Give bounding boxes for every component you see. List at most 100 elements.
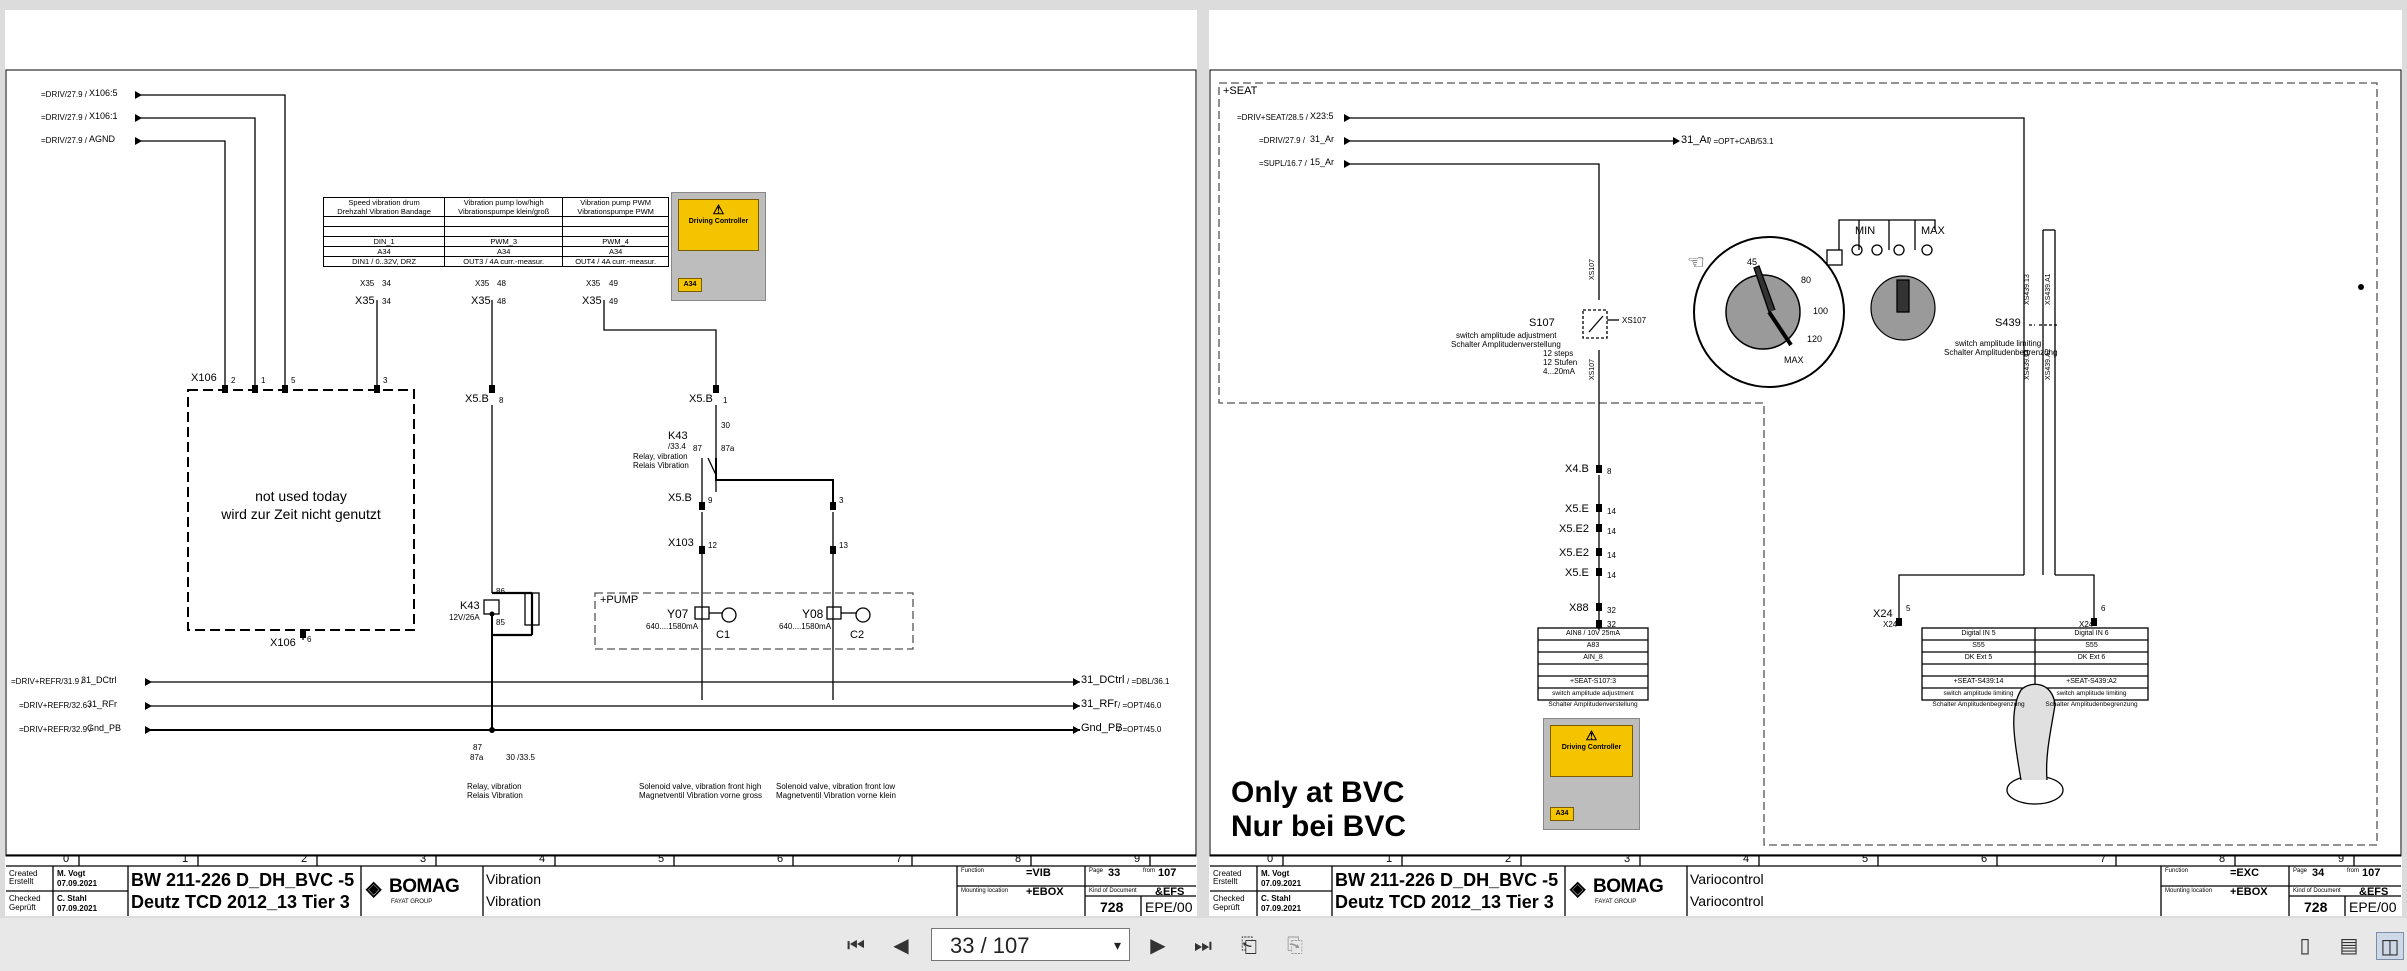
tb-kind-value: &EFS [1155,886,1185,898]
first-page-icon[interactable]: ⏮ [847,933,865,957]
prev-page-icon[interactable]: ◀ [893,933,909,957]
grid-column-number: 0 [63,853,70,865]
connector-x35: X35 [582,295,602,307]
grid-column-number: 8 [2219,853,2226,865]
pin-label: 32 [1607,620,1616,629]
table-cell: Schalter Amplitudenverstellung [1548,701,1638,708]
table-cell: PWM_3 [444,236,564,247]
switch-s107-range: 4...20mA [1543,367,1576,376]
single-page-view-icon[interactable]: ▯ [2299,933,2311,957]
relay-k43-ref: /33.4 [668,442,686,451]
tb-doc-version: EPE/00 [2349,899,2397,915]
schematic-wiring-left [5,69,1197,916]
table-cell: A34 [444,246,564,257]
valve-y07-desc-de: Magnetventil Vibration vorne gross [639,791,763,800]
tb-page-label: Page [2293,868,2308,874]
pin-label: 14 [1607,551,1616,560]
grid-column-number: 1 [182,853,189,865]
tb-checked-by: C. Stahl [1261,894,1291,903]
viewer-toolbar: ⏮ ◀ 33 / 107 ▾ ▶ ⏭ ⎗ ⎘ ▯ ▤ ◫ [0,918,2407,971]
table-cell: A34 [322,246,446,257]
dial-max-position: MAX [1784,355,1804,365]
bomag-logo-icon: ◈ [366,878,382,900]
tb-mounting-label: Mounting location [961,888,1009,894]
pump-group-label: +PUMP [600,594,639,606]
connector-x103: X103 [668,537,694,549]
pin-label: 32 [1607,606,1616,615]
ref-gnd-pb: Gnd_PB [87,723,122,733]
connector-x5e: X5.E [1565,567,1589,579]
tb-from-label: from [1143,868,1155,874]
valve-y08-desc: Solenoid valve, vibration front low [776,782,896,791]
last-page-icon[interactable]: ⏭ [1194,933,1212,957]
ref-signal-x106-5: X106:5 [89,88,118,98]
tb-title-line-2: Deutz TCD 2012_13 Tier 3 [1335,892,1554,912]
pin-label: 9 [708,496,713,505]
pin-label: 48 [497,279,506,288]
pin-label: 5 [291,376,296,385]
table-cell: Schalter Amplitudenbegrenzung [1932,701,2025,708]
tb-checked-label: Checked [1213,894,1245,903]
bomag-logo-text: BOMAG [389,876,460,897]
grid-column-number: 6 [1981,853,1988,865]
tb-description-2: Variocontrol [1690,893,1764,909]
tb-from-value: 107 [2362,867,2381,879]
controller-tag: A34 [1550,807,1574,821]
tb-description-1: Vibration [486,871,542,887]
tb-description-2: Vibration [486,893,542,909]
pin-label: 6 [2101,604,2106,613]
table-cell: AIN8 / 10V 25mA [1565,630,1621,637]
relay-k43-desc: Relay, vibration [633,452,688,461]
tb-mounting-value: +EBOX [2230,886,2268,898]
chevron-down-icon[interactable]: ▾ [1113,937,1121,953]
dial-step: 100 [1813,306,1829,316]
pin-label: X35 [475,279,490,288]
pin-label: 48 [497,297,506,306]
warning-icon: ⚠ [1585,728,1598,743]
table-cell: OUT4 / 4A curr.-measur. [562,256,669,267]
controller-tag: A34 [678,278,702,292]
switch-s107-steps-de: 12 Stufen [1543,358,1578,367]
connector-xs439: XS439.A1 [2045,273,2052,305]
two-page-view-icon[interactable]: ◫ [2376,932,2404,960]
relay-k43-desc-de: Relais Vibration [633,461,689,470]
table-cell: PWM_4 [562,236,669,247]
tb-checked-label-de: Geprüft [9,903,36,912]
tb-checked-date: 07.09.2021 [57,904,98,913]
table-cell: switch amplitude limiting [1943,690,2014,697]
connector-x5b: X5.B [465,393,489,405]
continuous-view-icon[interactable]: ▤ [2339,933,2359,957]
ref-source-3: =SUPL/16.7 / [1259,159,1307,168]
driving-controller-image: ⚠Driving Controller A34 [1543,718,1640,830]
bomag-logo-icon: ◈ [1570,878,1586,900]
forward-view-icon[interactable]: ⎘ [1287,933,1303,957]
pin-label: 34 [382,297,391,306]
ref-source-2: =DRIV/27.9 / [1259,136,1306,145]
switch-s107-desc-de: Schalter Amplitudenverstellung [1451,340,1561,349]
table-cell: S55 [1972,642,1985,649]
controller-display: ⚠Driving Controller [1550,725,1633,777]
pin-label: 14 [1607,571,1616,580]
warning-icon: ⚠ [712,202,725,217]
table-cell: +SEAT-S439:14 [1953,678,2004,685]
back-view-icon[interactable]: ⎗ [1241,933,1257,957]
tb-kind-label: Kind of Document [1089,888,1137,894]
tb-kind-value: &EFS [2359,886,2389,898]
grid-column-number: 3 [1624,853,1631,865]
ref-bottom-1: =DRIV+REFR/31.9 / [11,677,84,686]
tb-checked-label: Checked [9,894,41,903]
pin-label: 1 [261,376,266,385]
table-cell: +SEAT-S107:3 [1570,678,1616,685]
tb-title-line-1: BW 211-226 D_DH_BVC -5 [131,870,355,890]
pin-label: 12 [708,541,717,550]
table-cell: DK Ext 5 [1964,654,1993,661]
dial-step: 45 [1747,257,1758,267]
tb-from-label: from [2347,868,2359,874]
connector-xs107: XS107 [1622,316,1647,325]
page-number-input[interactable]: 33 / 107 ▾ [931,928,1130,961]
next-page-icon[interactable]: ▶ [1150,933,1166,957]
table-cell: DIN_1 [322,236,446,247]
bomag-logo-sub: FAYAT GROUP [1595,899,1637,905]
pin-label: 3 [383,376,388,385]
